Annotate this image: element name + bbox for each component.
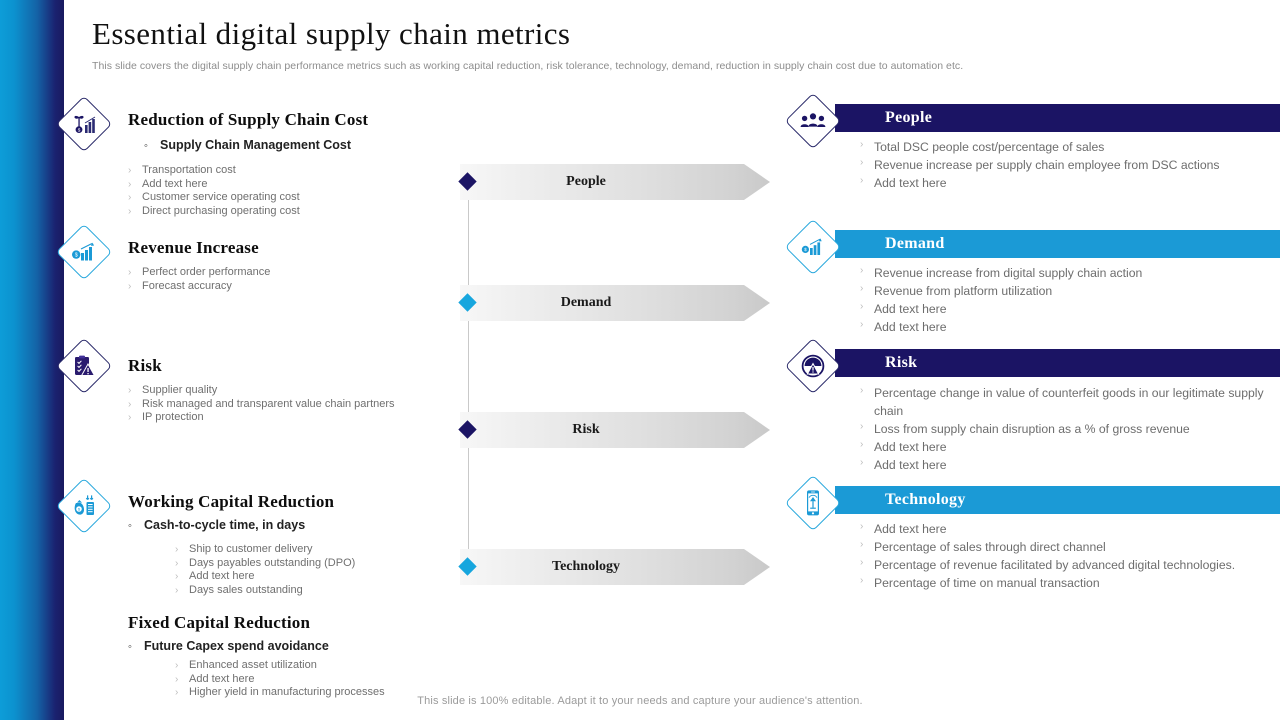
flow-step-people[interactable]: People	[460, 164, 770, 200]
list-item: ›Total DSC people cost/percentage of sal…	[860, 139, 1105, 154]
clipboard-warning-icon	[55, 337, 113, 395]
list-item: ›Revenue increase per supply chain emplo…	[860, 157, 1220, 172]
flow-step-risk[interactable]: Risk	[460, 412, 770, 448]
list-item: ›Perfect order performance	[128, 266, 271, 278]
list-item: ›Add text here	[860, 457, 947, 472]
panel-title: Risk	[885, 354, 918, 371]
section-subhead: Future Capex spend avoidance	[144, 639, 329, 653]
flow-step-demand[interactable]: Demand	[460, 285, 770, 321]
flow-step-label: Demand	[560, 295, 612, 310]
left-list-1: ›Transportation cost ›Add text here ›Cus…	[128, 164, 428, 218]
panel-title: Demand	[885, 235, 945, 252]
section-title: Working Capital Reduction	[128, 492, 335, 511]
mobile-device-icon	[784, 474, 842, 532]
list-item: ›Transportation cost	[128, 164, 236, 176]
people-group-icon	[784, 92, 842, 150]
list-item: ›Revenue increase from digital supply ch…	[860, 265, 1143, 280]
right-column: People ›Total DSC people cost/percentage…	[780, 0, 1280, 720]
list-item: ›Percentage change in value of counterfe…	[860, 385, 1264, 418]
bullet-circle-marker: ◦	[128, 520, 132, 532]
list-item: ›Customer service operating cost	[128, 191, 300, 204]
panel-header-technology[interactable]: Technology	[835, 486, 1280, 514]
money-growth-chart-icon: $	[784, 218, 842, 276]
flow-connector	[467, 308, 469, 438]
money-growth-chart-icon: $	[55, 223, 113, 281]
left-accent-bar	[0, 0, 64, 720]
flow-connector	[467, 188, 469, 310]
panel-list-demand: ›Revenue increase from digital supply ch…	[860, 264, 1270, 336]
svg-text:$: $	[75, 253, 78, 259]
section-title: Revenue Increase	[128, 238, 259, 257]
left-list-5: ›Enhanced asset utilization ›Add text he…	[175, 659, 455, 700]
left-list-2: ›Perfect order performance ›Forecast acc…	[128, 266, 428, 293]
svg-text:$: $	[804, 247, 807, 252]
panel-header-people[interactable]: People	[835, 104, 1280, 132]
svg-text:$: $	[78, 508, 80, 512]
list-item: ›Percentage of revenue facilitated by ad…	[860, 557, 1236, 572]
section-title: Risk	[128, 356, 162, 375]
list-item: ›Add text here	[860, 175, 947, 190]
page-subtitle: This slide covers the digital supply cha…	[92, 60, 964, 72]
list-item: ›Risk managed and transparent value chai…	[128, 397, 395, 410]
list-item: ›Days sales outstanding	[175, 583, 303, 596]
flow-step-label: People	[566, 174, 606, 189]
list-item: ›Loss from supply chain disruption as a …	[860, 421, 1190, 436]
bullet-circle-marker: ◦	[128, 641, 132, 653]
panel-header-risk[interactable]: Risk	[835, 349, 1280, 377]
page-title: Essential digital supply chain metrics	[92, 16, 571, 51]
flow-step-label: Risk	[572, 422, 600, 437]
list-item: ›Ship to customer delivery	[175, 543, 313, 555]
flow-step-technology[interactable]: Technology	[460, 549, 770, 585]
list-item: ›Percentage of time on manual transactio…	[860, 575, 1100, 590]
list-item: ›Add text here	[860, 319, 947, 334]
list-item: ›Forecast accuracy	[128, 279, 232, 292]
list-item: ›Supplier quality	[128, 384, 218, 396]
panel-list-risk: ›Percentage change in value of counterfe…	[860, 384, 1280, 474]
list-item: ›Revenue from platform utilization	[860, 283, 1053, 298]
panel-list-people: ›Total DSC people cost/percentage of sal…	[860, 138, 1265, 192]
list-item: ›Add text here	[128, 177, 208, 190]
left-list-4: ›Ship to customer delivery ›Days payable…	[175, 543, 455, 597]
panel-title: Technology	[885, 491, 966, 508]
process-flow: People Demand Risk Technology	[440, 0, 770, 720]
list-item: ›Days payables outstanding (DPO)	[175, 556, 356, 569]
list-item: ›Direct purchasing operating cost	[128, 204, 300, 217]
list-item: ›Add text here	[860, 301, 947, 316]
panel-header-demand[interactable]: Demand	[835, 230, 1280, 258]
flow-connector	[467, 436, 469, 574]
list-item: ›Percentage of sales through direct chan…	[860, 539, 1106, 554]
panel-title: People	[885, 109, 933, 126]
section-title: Fixed Capital Reduction	[128, 613, 311, 632]
plant-bar-chart-icon: $	[55, 95, 113, 153]
list-item: ›IP protection	[128, 411, 204, 424]
left-column: $ Reduction of Supply Chain Cost ◦ Suppl…	[0, 0, 440, 720]
flow-step-label: Technology	[552, 559, 620, 574]
risk-gauge-icon	[784, 337, 842, 395]
list-item: ›Add text here	[175, 570, 255, 583]
list-item: ›Add text here	[860, 439, 947, 454]
svg-text:$: $	[78, 127, 81, 132]
footer-note: This slide is 100% editable. Adapt it to…	[417, 695, 863, 707]
panel-list-technology: ›Add text here ›Percentage of sales thro…	[860, 520, 1260, 592]
list-item: ›Add text here	[860, 521, 947, 536]
list-item: ›Add text here	[175, 672, 255, 685]
left-list-3: ›Supplier quality ›Risk managed and tran…	[128, 384, 428, 425]
money-bag-down-icon: $	[55, 477, 113, 535]
section-title: Reduction of Supply Chain Cost	[128, 110, 369, 129]
bullet-circle-marker: ◦	[144, 140, 148, 152]
list-item: ›Higher yield in manufacturing processes	[175, 686, 385, 699]
section-subhead: Cash-to-cycle time, in days	[144, 518, 306, 532]
list-item: ›Enhanced asset utilization	[175, 659, 317, 671]
section-subhead: Supply Chain Management Cost	[160, 138, 351, 152]
